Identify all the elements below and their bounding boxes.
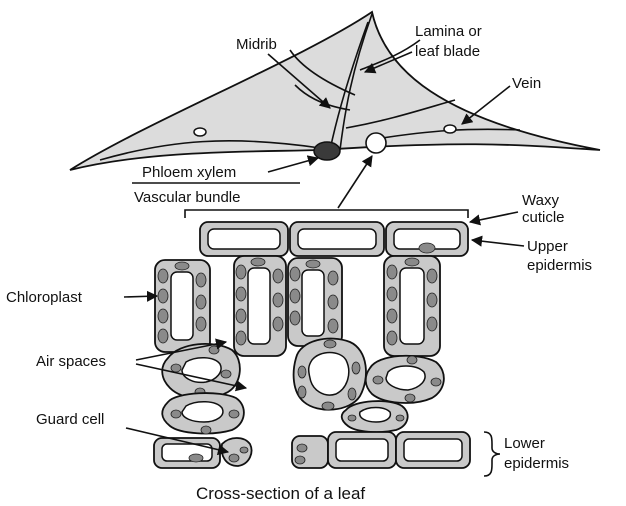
label-vascular-bundle: Vascular bundle [134, 189, 240, 206]
label-vein: Vein [512, 75, 541, 92]
label-lamina-2: leaf blade [415, 43, 480, 60]
vascular-bundle-large [314, 142, 340, 160]
palisade-layer [155, 256, 440, 356]
label-lower-1: Lower [504, 435, 545, 452]
upper-epidermis [200, 222, 468, 256]
label-guard-cell: Guard cell [36, 411, 104, 428]
section-circle [366, 133, 386, 153]
lower-epidermis-brace [484, 432, 500, 476]
label-lamina-1: Lamina or [415, 23, 482, 40]
label-midrib: Midrib [236, 36, 277, 53]
label-lower-2: epidermis [504, 455, 569, 472]
label-upper-1: Upper [527, 238, 568, 255]
label-air-spaces: Air spaces [36, 353, 106, 370]
label-waxy-2: cuticle [522, 209, 565, 226]
label-upper-2: epidermis [527, 257, 592, 274]
label-phloem-xylem: Phloem xylem [142, 164, 236, 181]
lower-epidermis [154, 432, 470, 468]
waxy-cuticle-bracket [185, 210, 468, 218]
figure-caption: Cross-section of a leaf [196, 484, 365, 503]
label-waxy-1: Waxy [522, 192, 559, 209]
label-chloroplast: Chloroplast [6, 289, 83, 306]
